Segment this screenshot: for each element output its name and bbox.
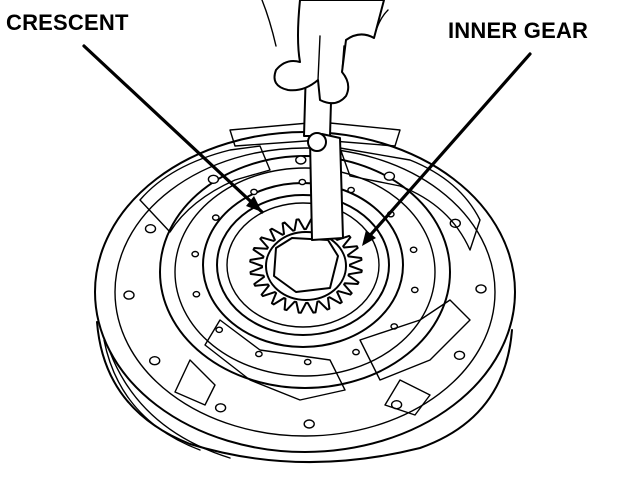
mounting-hole bbox=[303, 419, 315, 429]
mounting-hole bbox=[295, 155, 307, 165]
mounting-hole bbox=[214, 403, 227, 413]
mounting-hole bbox=[409, 246, 418, 254]
mounting-hole bbox=[303, 358, 312, 366]
inner-gear-label: INNER GEAR bbox=[448, 18, 589, 43]
crescent-leader-line bbox=[82, 44, 264, 214]
hand-with-feeler-gauge bbox=[261, 0, 389, 241]
inner-gear-arrowhead bbox=[362, 230, 376, 246]
inner-gear-leader-line bbox=[364, 52, 532, 242]
mounting-hole bbox=[352, 348, 360, 356]
mounting-hole bbox=[254, 350, 263, 358]
mounting-hole bbox=[298, 178, 307, 186]
crescent-arrowhead bbox=[246, 196, 262, 212]
mounting-hole bbox=[191, 250, 200, 258]
mounting-hole bbox=[207, 174, 220, 185]
mounting-hole bbox=[347, 186, 355, 194]
mounting-hole bbox=[123, 290, 135, 300]
mounting-hole bbox=[475, 284, 487, 294]
mounting-hole bbox=[192, 290, 201, 298]
mounting-hole bbox=[148, 356, 161, 366]
mounting-hole bbox=[410, 286, 419, 294]
mounting-hole bbox=[211, 214, 220, 221]
mounting-hole bbox=[383, 171, 396, 181]
mounting-hole bbox=[453, 350, 466, 360]
cast-features bbox=[139, 121, 481, 416]
callout-leaders bbox=[82, 44, 532, 246]
crescent-label: CRESCENT bbox=[6, 10, 129, 35]
outer-gear bbox=[216, 194, 390, 336]
mounting-hole bbox=[250, 188, 258, 196]
mounting-hole bbox=[144, 223, 157, 234]
mounting-hole bbox=[215, 326, 224, 334]
